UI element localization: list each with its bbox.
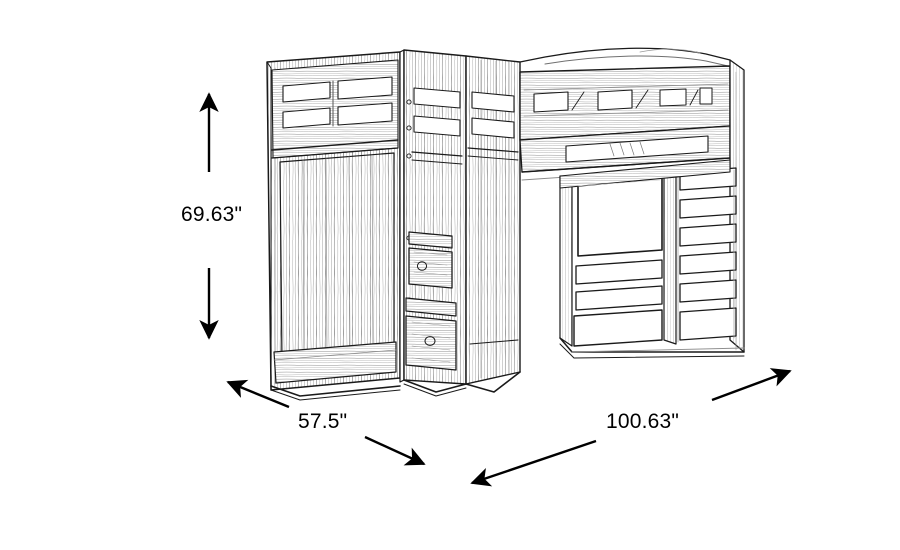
dimension-label-height: 69.63" — [181, 203, 243, 226]
width-arrow-downleft — [470, 439, 597, 487]
dimension-label-width: 100.63" — [606, 410, 680, 433]
depth-arrow-downright — [364, 435, 426, 466]
depth-arrow-upleft — [226, 379, 290, 409]
width-arrow-upright — [711, 368, 792, 402]
dimension-label-depth: 57.5" — [298, 410, 348, 433]
